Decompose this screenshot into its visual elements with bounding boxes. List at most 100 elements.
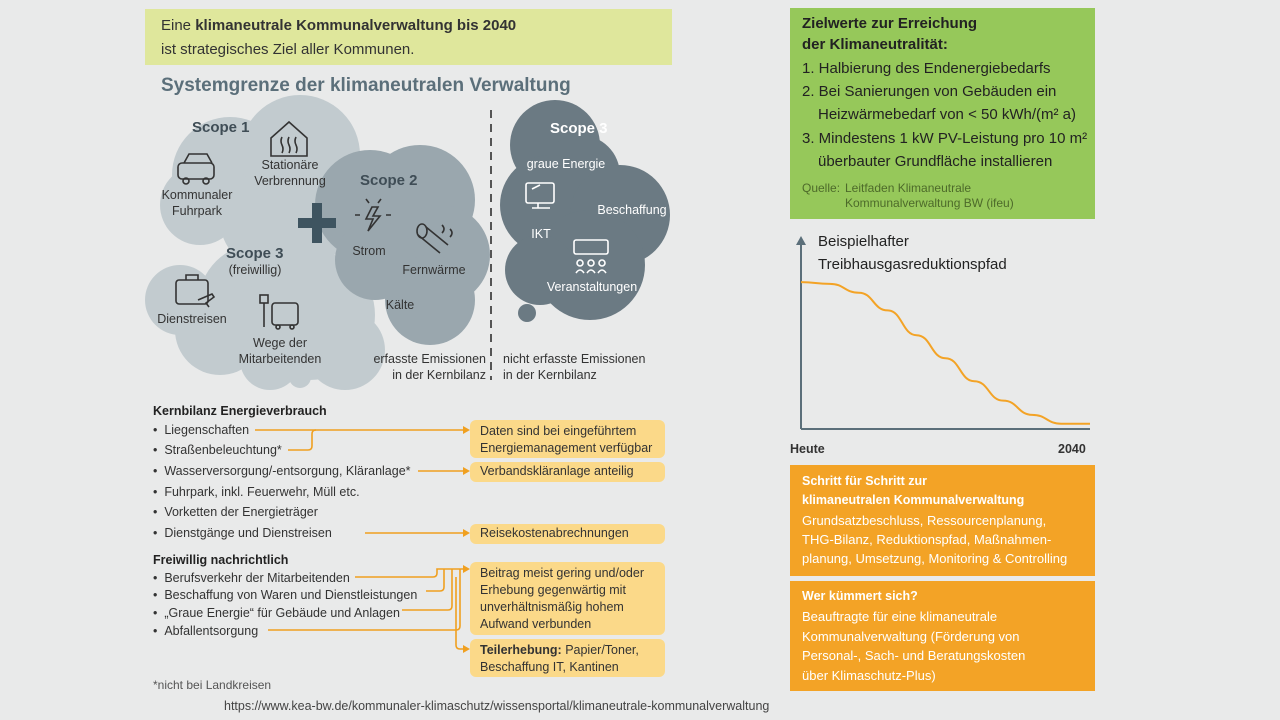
strom-label: Strom xyxy=(352,244,386,258)
verbrennung-l1: Stationäre xyxy=(261,158,319,172)
schritt-l2: THG-Bilanz, Reduktionspfad, Maßnahmen- xyxy=(802,532,1052,547)
kern-item-5-text: Vorketten der Energieträger xyxy=(164,505,318,519)
schritt-t1: Schritt für Schritt zur xyxy=(802,474,928,488)
banner-line2: ist strategisches Ziel aller Kommunen. xyxy=(161,41,415,58)
veranstaltungen-label: Veranstaltungen xyxy=(546,280,638,294)
frei-item-2: • Beschaffung von Waren und Dienstleistu… xyxy=(153,588,418,602)
frei-item-4-text: Abfallentsorgung xyxy=(164,624,259,638)
kern-item-2-text: Straßenbeleuchtung* xyxy=(164,443,282,457)
kern-item-6-text: Dienstgänge und Dienstreisen xyxy=(164,526,332,540)
box1-l1: Daten sind bei eingeführtem xyxy=(480,424,637,438)
y-axis-arrow xyxy=(796,236,806,245)
dienstreisen-label: Dienstreisen xyxy=(157,312,227,326)
kern-item-1: • Liegenschaften xyxy=(153,423,250,437)
box5-rest: Papier/Toner, xyxy=(561,643,639,657)
reduction-path-line xyxy=(800,281,1090,425)
zielwerte-box: Zielwerte zur Erreichung der Klimaneutra… xyxy=(790,8,1095,219)
kern-item-3: • Wasserversorgung/-entsorgung, Kläranla… xyxy=(153,464,411,478)
box5-bold: Teilerhebung: xyxy=(480,643,562,657)
scope-clouds xyxy=(145,95,670,390)
frei-item-3: • „Graue Energie“ für Gebäude und Anlage… xyxy=(153,606,400,620)
zielwerte-l3: Heizwärmebedarf von < 50 kWh/(m² a) xyxy=(818,106,1077,123)
kern-item-4-text: Fuhrpark, inkl. Feuerwehr, Müll etc. xyxy=(164,485,360,499)
box-teilerhebung: Teilerhebung: Papier/Toner, Beschaffung … xyxy=(470,639,665,677)
wer-box: Wer kümmert sich? Beauftragte für eine k… xyxy=(790,581,1095,691)
zielwerte-title-l1: Zielwerte zur Erreichung xyxy=(802,15,978,32)
x-end-label: 2040 xyxy=(1058,442,1086,456)
frei-item-2-text: Beschaffung von Waren und Dienstleistung… xyxy=(164,588,418,602)
chart-title-l2: Treibhausgasreduktionspfad xyxy=(818,256,1007,273)
scope3-free-title: Scope 3 xyxy=(226,245,284,262)
bus-stop-icon xyxy=(259,294,299,330)
frei-item-4: • Abfallentsorgung xyxy=(153,624,259,638)
kern-item-4: • Fuhrpark, inkl. Feuerwehr, Müll etc. xyxy=(153,485,360,499)
ikt-label: IKT xyxy=(531,227,551,241)
suitcase-plane-icon xyxy=(175,274,216,308)
chart-title: Beispielhafter Treibhausgasreduktionspfa… xyxy=(818,230,1007,276)
kern-item-2: • Straßenbeleuchtung* xyxy=(153,443,282,457)
box-klaeranlage: Verbandskläranlage anteilig xyxy=(470,462,665,482)
box5-l1: Teilerhebung: Papier/Toner, xyxy=(480,642,655,659)
goal-banner: Eine klimaneutrale Kommunalverwaltung bi… xyxy=(145,9,672,65)
frei-item-1: • Berufsverkehr der Mitarbeitenden xyxy=(153,571,350,585)
zielwerte-l1: 1. Halbierung des Endenergiebedarfs xyxy=(802,60,1051,77)
freiwillig-heading: Freiwillig nachrichtlich xyxy=(153,553,289,567)
box4-l2: Erhebung gegenwärtig mit xyxy=(480,583,626,597)
wege-l2: Mitarbeitenden xyxy=(238,352,322,366)
kaelte-label: Kälte xyxy=(385,298,415,312)
scope3-free-cloud xyxy=(145,243,385,390)
wer-l3: Personal-, Sach- und Beratungskosten xyxy=(802,648,1026,663)
zielwerte-l2: 2. Bei Sanierungen von Gebäuden ein xyxy=(802,83,1057,100)
wer-l2: Kommunalverwaltung (Förderung von xyxy=(802,629,1020,644)
frei-item-3-text: „Graue Energie“ für Gebäude und Anlagen xyxy=(164,606,400,620)
schritt-l1: Grundsatzbeschluss, Ressourcenplanung, xyxy=(802,513,1047,528)
scope3-title: Scope 3 xyxy=(550,120,608,137)
wege-l1: Wege der xyxy=(253,336,307,350)
house-heat-icon xyxy=(270,120,308,157)
computer-icon xyxy=(525,182,555,209)
frei-item-1-text: Berufsverkehr der Mitarbeitenden xyxy=(164,571,350,585)
nicht-l1: nicht erfasste Emissionen xyxy=(503,352,646,366)
box5-l2: Beschaffung IT, Kantinen xyxy=(480,660,619,674)
erfasst-l2: in der Kernbilanz xyxy=(392,368,486,382)
box4-l4: Aufwand verbunden xyxy=(480,617,592,631)
scope2-cloud xyxy=(315,145,490,345)
box4-l3: unverhältnismäßig hohem xyxy=(480,600,624,614)
quelle-label: Quelle: xyxy=(802,181,841,195)
source-url[interactable]: https://www.kea-bw.de/kommunaler-klimasc… xyxy=(224,699,770,713)
wer-t1: Wer kümmert sich? xyxy=(802,589,918,603)
banner-line1-bold: klimaneutrale Kommunalverwaltung bis 204… xyxy=(195,17,517,34)
plus-v xyxy=(312,203,322,243)
lightning-icon xyxy=(355,198,391,232)
scope3-free-sub: (freiwillig) xyxy=(228,263,282,277)
kernbilanz-heading: Kernbilanz Energieverbrauch xyxy=(153,404,327,418)
banner-line1-pre: Eine xyxy=(161,17,196,34)
reduction-chart: Heute 2040 xyxy=(790,236,1090,456)
box1-l2: Energiemanagement verfügbar xyxy=(480,441,653,455)
zielwerte-title-l2: der Klimaneutralität: xyxy=(802,36,948,53)
quelle-l2: Kommunalverwaltung BW (ifeu) xyxy=(845,196,1014,210)
chart-title-l1: Beispielhafter xyxy=(818,233,909,250)
scope3-dot xyxy=(518,304,536,322)
fuhrpark-l2: Fuhrpark xyxy=(171,204,223,218)
schritt-l3: planung, Umsetzung, Monitoring & Control… xyxy=(802,551,1068,566)
kern-item-3-text: Wasserversorgung/-entsorgung, Kläranlage… xyxy=(164,464,411,478)
graue-energie-label: graue Energie xyxy=(526,157,606,171)
wer-l4: über Klimaschutz-Plus) xyxy=(802,668,936,683)
scope3-free-dot xyxy=(289,366,311,388)
x-start-label: Heute xyxy=(790,442,825,456)
footnote: *nicht bei Landkreisen xyxy=(153,678,272,692)
people-icon xyxy=(573,239,609,274)
zielwerte-l5: überbauter Grundfläche installieren xyxy=(818,153,1053,170)
box-reisekosten: Reisekostenabrechnungen xyxy=(470,524,665,544)
diagram-title: Systemgrenze der klimaneutralen Verwaltu… xyxy=(161,75,571,96)
schritt-box: Schritt für Schritt zur klimaneutralen K… xyxy=(790,465,1095,576)
scope2-title: Scope 2 xyxy=(360,172,418,189)
